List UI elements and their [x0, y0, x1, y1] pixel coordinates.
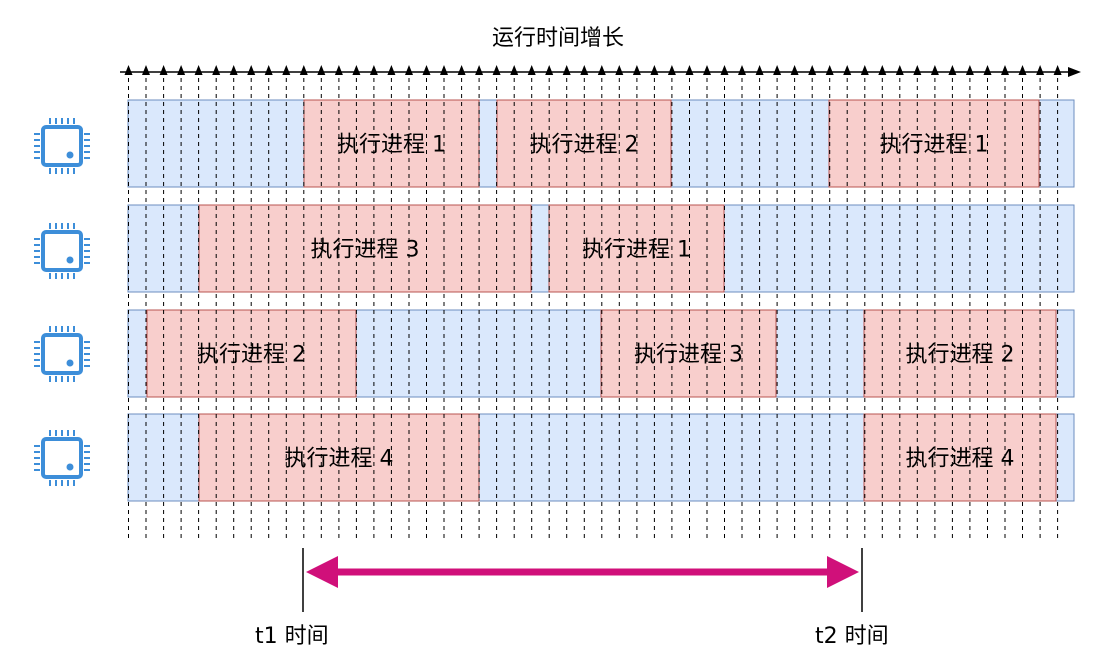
time-tick-arrow: [1018, 65, 1027, 75]
time-tick-arrow: [264, 65, 273, 75]
time-tick-arrow: [142, 65, 150, 75]
time-tick-arrow: [229, 65, 238, 75]
process-label: 执行进程 3: [634, 343, 743, 368]
time-tick-arrow: [247, 65, 256, 75]
time-tick-arrow: [632, 65, 641, 75]
cpu-chip-dot: [66, 359, 74, 367]
diagram-title: 运行时间增长: [491, 26, 624, 51]
span-arrow-left-head: [306, 556, 338, 588]
t1-time-label: t1 时间: [255, 624, 329, 649]
time-tick-arrow: [352, 65, 361, 75]
process-block: [828, 99, 1040, 188]
process-label: 执行进程 1: [582, 238, 691, 263]
time-tick-arrow: [194, 65, 203, 75]
process-label: 执行进程 2: [197, 343, 306, 368]
time-tick-arrow: [895, 65, 904, 75]
cpu-chip-dot: [66, 463, 74, 471]
time-tick-arrow: [475, 65, 484, 75]
time-tick-arrow: [212, 65, 221, 75]
time-tick-arrow: [983, 65, 992, 75]
time-tick-arrow: [510, 65, 519, 75]
time-tick-arrow: [369, 65, 378, 75]
time-tick-arrow: [545, 65, 554, 75]
time-axis-arrowhead: [1068, 67, 1081, 77]
cpu-chip-icon: [34, 326, 90, 382]
process-label: 执行进程 1: [880, 133, 989, 158]
time-tick-arrow: [299, 65, 308, 75]
time-tick-arrow: [159, 65, 168, 75]
time-tick-arrow: [878, 65, 887, 75]
time-tick-arrow: [738, 65, 746, 75]
cpu-chip-body: [41, 437, 83, 479]
process-label: 执行进程 2: [530, 133, 639, 158]
time-tick-arrow: [1001, 65, 1009, 75]
time-tick-arrow: [948, 65, 957, 75]
t2-time-label: t2 时间: [815, 624, 889, 649]
time-tick-arrow: [387, 65, 396, 75]
time-tick-arrow: [317, 65, 326, 75]
process-label: 执行进程 4: [285, 447, 394, 472]
time-tick-arrow: [843, 65, 852, 75]
span-arrow-right-head: [827, 556, 859, 588]
cpu-chip-body: [41, 125, 83, 167]
process-block: [600, 309, 777, 398]
time-tick-arrow: [1036, 65, 1045, 75]
cpu-chip-dot: [66, 151, 74, 159]
time-tick-arrow: [808, 65, 817, 75]
time-tick-arrow: [580, 65, 589, 75]
cpu-chip-body: [41, 333, 83, 375]
time-tick-arrow: [440, 65, 448, 75]
time-tick-arrow: [1053, 65, 1062, 75]
cpu-chip-dot: [66, 256, 74, 264]
time-tick-arrow: [650, 65, 659, 75]
time-tick-arrow: [790, 65, 799, 75]
time-tick-arrow: [124, 65, 133, 75]
cpu-chip-icon: [34, 430, 90, 486]
time-tick-arrow: [825, 65, 834, 75]
process-block: [863, 413, 1057, 502]
time-tick-arrow: [334, 65, 343, 75]
time-tick-arrow: [860, 65, 869, 75]
time-tick-arrow: [177, 65, 186, 75]
time-tick-arrow: [667, 65, 676, 75]
process-block: [198, 204, 532, 293]
process-label: 执行进程 2: [906, 343, 1015, 368]
time-tick-arrow: [457, 65, 466, 75]
time-tick-arrow: [755, 65, 764, 75]
time-tick-arrow: [597, 65, 606, 75]
time-tick-arrow: [405, 65, 413, 75]
time-tick-arrow: [965, 65, 974, 75]
cpu-chip-body: [41, 230, 83, 272]
time-tick-arrow: [527, 65, 536, 75]
time-tick-arrow: [422, 65, 431, 75]
time-tick-arrow: [703, 65, 711, 75]
process-label: 执行进程 4: [906, 447, 1015, 472]
time-tick-arrow: [685, 65, 694, 75]
time-tick-arrow: [492, 65, 501, 75]
process-label: 执行进程 1: [337, 133, 446, 158]
process-label: 执行进程 3: [311, 238, 420, 263]
time-tick-arrow: [615, 65, 624, 75]
time-tick-arrow: [930, 65, 939, 75]
cpu-chip-icon: [34, 118, 90, 174]
time-tick-arrow: [282, 65, 291, 75]
time-tick-arrow: [562, 65, 571, 75]
process-block: [863, 309, 1057, 398]
time-tick-arrow: [913, 65, 922, 75]
time-tick-arrow: [720, 65, 729, 75]
cpu-chip-icon: [34, 223, 90, 279]
time-tick-arrow: [773, 65, 782, 75]
